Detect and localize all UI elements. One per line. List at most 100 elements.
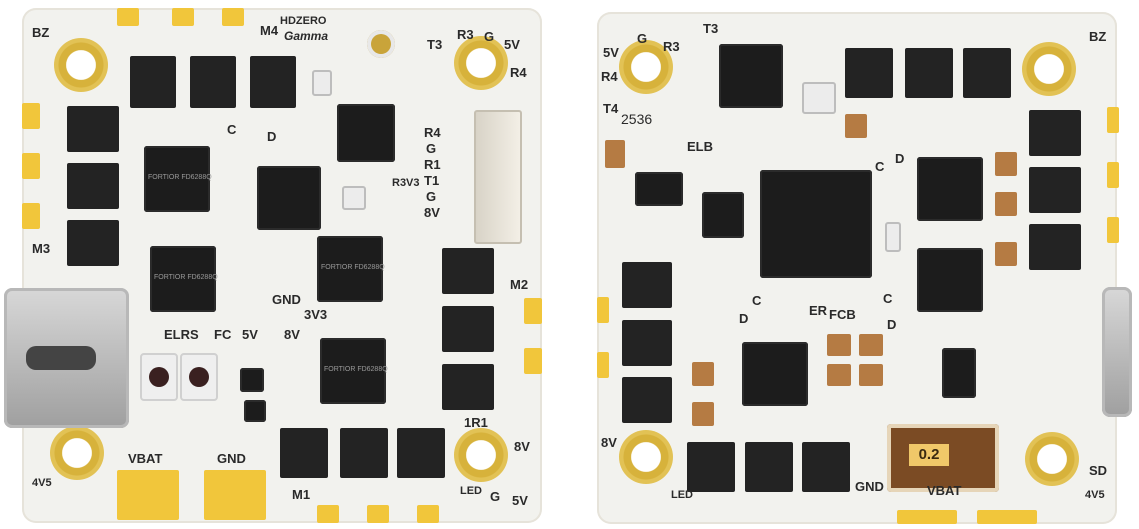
label-t1: T1 [424,173,440,188]
mosfet [280,428,328,478]
mosfet [802,442,850,492]
mcu-chip [719,44,783,108]
mosfet [67,106,119,152]
chip-label: FORTIOR FD6288Q [148,174,212,181]
mosfet [442,248,494,294]
label-c1: C [875,159,885,174]
label-g-bottom: G [490,489,501,504]
mcu-chip [337,104,395,162]
label-r4: R4 [601,69,618,84]
right-board: 0.2 T3 BZ 5V G R3 R4 T4 2536 ELB C D C E… [597,12,1132,524]
mosfet [250,56,296,108]
small-chip [917,248,983,312]
label-8v-bottom: 8V [514,439,530,454]
small-chip [702,192,744,238]
edge-pad [524,298,542,324]
label-bz: BZ [32,25,50,40]
mount-hole [454,36,508,90]
label-r3: R3 [457,27,474,42]
label-t3: T3 [427,37,443,52]
mosfet [1029,224,1081,270]
label-8v-mid: 8V [284,327,300,342]
small-chip [635,172,683,206]
capacitor [995,192,1017,216]
label-m2: M2 [510,277,529,292]
capacitor [995,242,1017,266]
label-8v: 8V [424,205,440,220]
edge-pad [524,348,542,374]
chip-label: FORTIOR FD6288Q [324,366,388,373]
label-g: G [484,29,495,44]
boot-button[interactable] [140,353,178,401]
capacitor [845,114,867,138]
edge-pad [117,8,139,26]
label-5v-mid: 5V [242,327,258,342]
capacitor [859,334,883,356]
capacitor [827,364,851,386]
antenna-connector [367,30,395,58]
mosfet [442,364,494,410]
capacitor [827,334,851,356]
label-8v: 8V [601,435,617,450]
mosfet [397,428,445,478]
mosfet [745,442,793,492]
mount-hole [619,40,673,94]
label-5v: 5V [504,37,520,52]
mount-hole [454,428,508,482]
model-text: Gamma [284,29,329,43]
mosfet [1029,167,1081,213]
mcu-chip [257,166,321,230]
label-m1: M1 [292,487,311,502]
crystal [885,222,901,252]
label-d: D [267,129,277,144]
chip-label: FORTIOR FD6288Q [154,274,218,281]
left-board: FORTIOR FD6288Q FORTIOR FD6288Q FORTIOR … [4,8,542,523]
vbat-pad [117,470,179,520]
edge-pad [417,505,439,523]
jst-connector [474,110,522,244]
label-t3: T3 [703,21,719,36]
label-4v5: 4V5 [1085,489,1105,501]
label-g1: G [426,141,437,156]
edge-pad [22,203,40,229]
label-c3: C [883,291,893,306]
label-fcb: FCB [829,307,856,322]
small-chip [244,400,266,422]
mount-hole [1025,432,1079,486]
label-vbat: VBAT [128,451,163,466]
mosfet [622,262,672,308]
label-r4: R4 [424,125,441,140]
mosfet [1029,110,1081,156]
edge-pad [172,8,194,26]
label-t4: T4 [603,101,619,116]
edge-pad [22,103,40,129]
label-r3v3: R3V3 [392,177,420,189]
small-chip [942,348,976,398]
mosfet [963,48,1011,98]
mount-hole [619,430,673,484]
edge-pad [597,297,609,323]
label-2536: 2536 [621,111,653,127]
label-m3: M3 [32,241,51,256]
edge-pad [317,505,339,523]
crystal [312,70,332,96]
bind-button[interactable] [180,353,218,401]
mosfet [622,377,672,423]
label-r1: R1 [424,157,441,172]
label-er: ER [809,303,828,318]
label-gnd-mid: GND [272,292,301,307]
label-5v-bottom: 5V [512,493,528,508]
usb-c-port[interactable] [4,288,129,428]
label-4v5: 4V5 [32,477,52,489]
small-chip [742,342,808,406]
label-d1: D [895,151,905,166]
mosfet [130,56,176,108]
label-3v3: 3V3 [304,307,328,322]
label-sd: SD [1089,463,1108,478]
label-r4-top: R4 [510,65,527,80]
current-shunt: 0.2 [887,424,999,492]
edge-pad [597,352,609,378]
capacitor [995,152,1017,176]
usb-c-port-edge[interactable] [1102,287,1132,417]
label-1r1: 1R1 [464,415,488,430]
